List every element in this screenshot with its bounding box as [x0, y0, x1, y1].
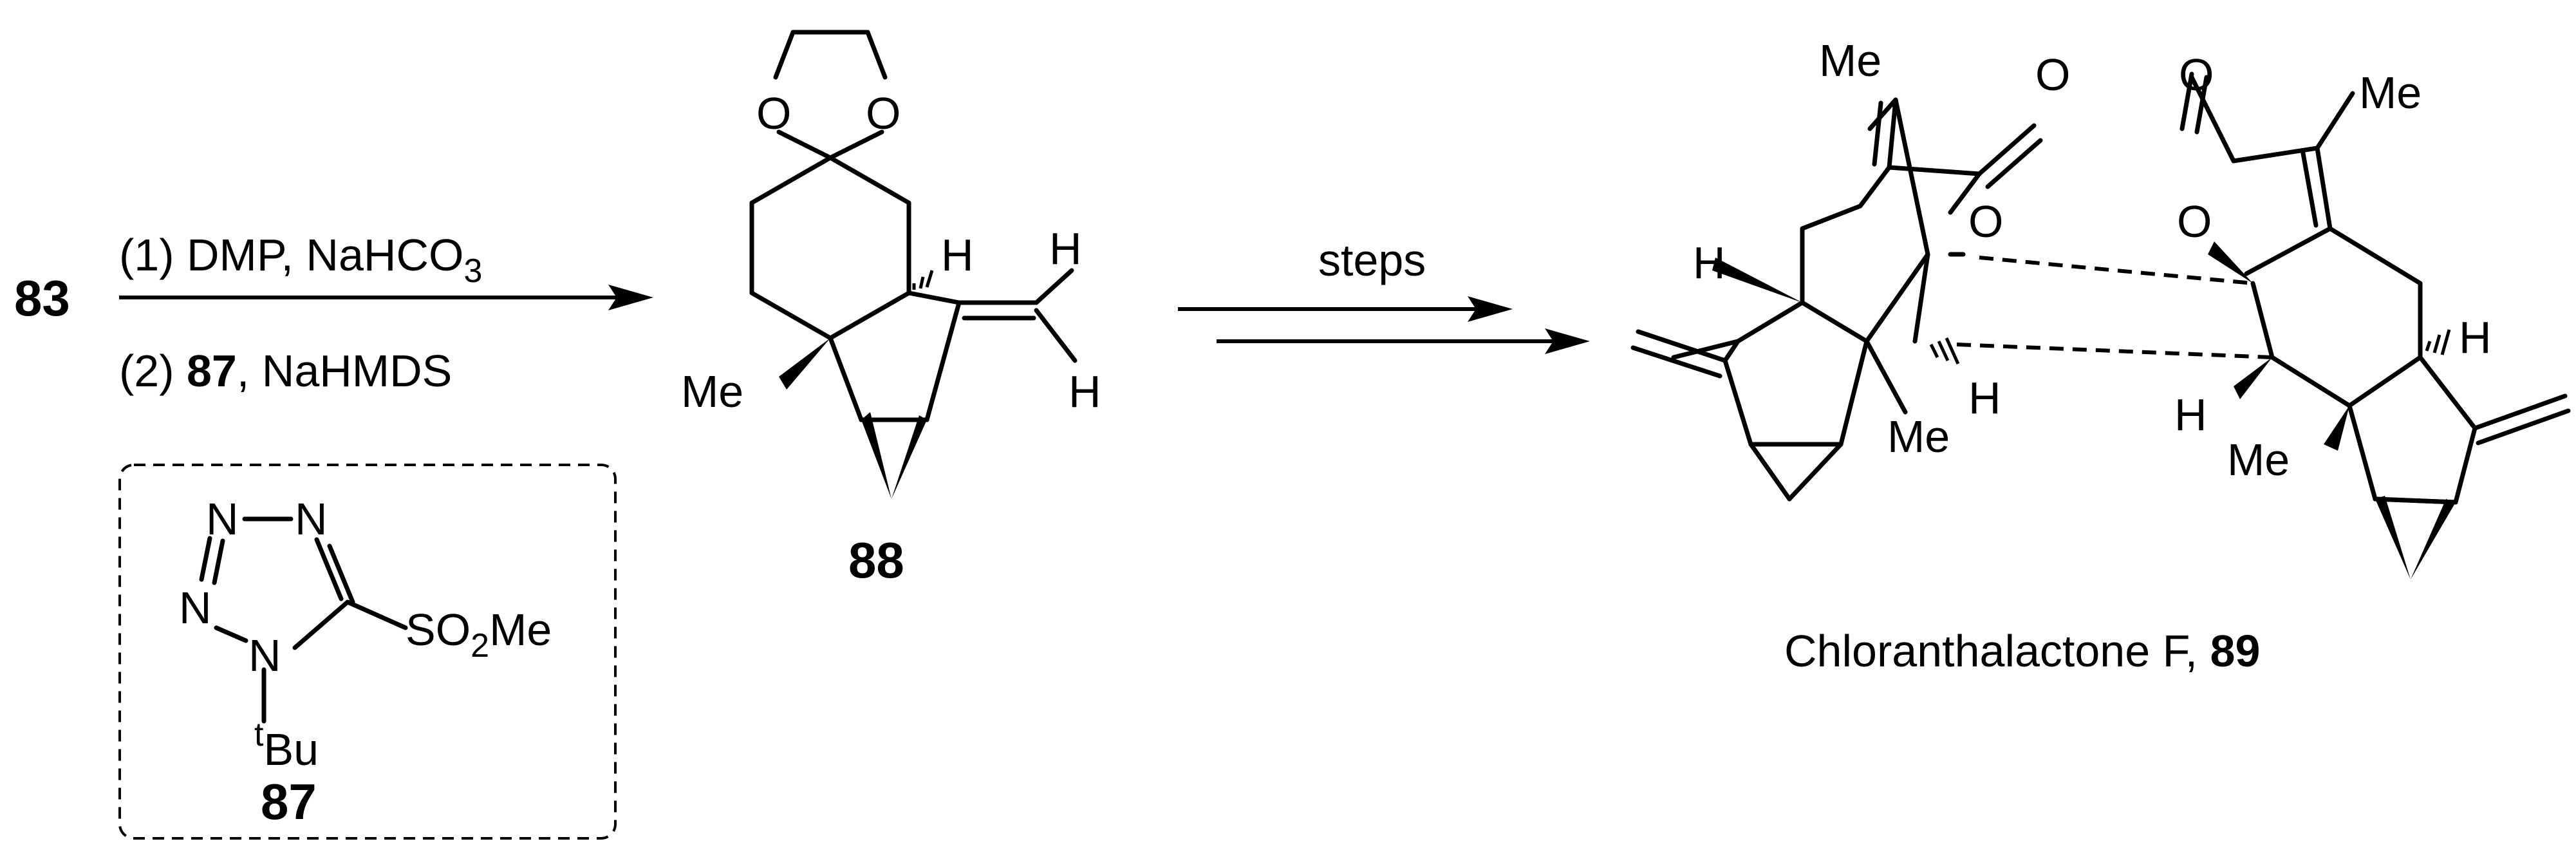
tetrazole-n3: N	[179, 583, 212, 633]
step1-arrow	[119, 285, 653, 310]
h-right: H	[2459, 312, 2492, 363]
me-left-top: Me	[1819, 35, 1881, 86]
dioxolane-o1: O	[756, 88, 791, 138]
start-compound-label: 83	[14, 270, 70, 326]
o-carbonyl-right: O	[2179, 50, 2214, 100]
reagent-87-box: N N N N SO2Me tBu 87	[118, 464, 617, 840]
h-right-low: H	[2174, 390, 2207, 440]
reagent-87-label: 87	[261, 773, 317, 830]
o-ring-left: O	[1968, 196, 2003, 247]
me-right-low: Me	[2227, 435, 2290, 485]
tetrazole-n4: N	[248, 630, 281, 681]
tetrazole-n2: N	[295, 494, 328, 544]
h-mid: H	[1968, 373, 2001, 423]
step1-line2: (2) 87, NaHMDS	[119, 346, 452, 396]
methyl-label: Me	[681, 366, 743, 417]
product-89-caption: Chloranthalactone F, 89	[1784, 626, 2260, 676]
step2-arrows	[1178, 296, 1590, 354]
intermediate-88-label: 88	[848, 532, 904, 589]
o-carbonyl-left: O	[2035, 50, 2070, 100]
step1-line1: (1) DMP, NaHCO3	[119, 230, 482, 290]
step1-conditions: (1) DMP, NaHCO3 (2) 87, NaHMDS	[119, 230, 482, 396]
step2-label: steps	[1318, 235, 1426, 285]
h-left: H	[1693, 238, 1726, 288]
vinyl-h-bottom: H	[1069, 366, 1101, 417]
ring-h: H	[941, 230, 974, 280]
me-right-top: Me	[2359, 68, 2422, 118]
vinyl-h-top: H	[1049, 223, 1082, 274]
sulfonyl-group: SO2Me	[406, 605, 552, 664]
tetrazole-n1: N	[206, 494, 239, 544]
tert-butyl-group: tBu	[254, 716, 319, 775]
product-89-structure: Me O O O O Me H H Me H H Me Chloranthala…	[1630, 35, 2571, 676]
o-ring-right: O	[2177, 196, 2212, 247]
dioxolane-o2: O	[866, 88, 901, 138]
intermediate-88-structure: O O H H H Me 88	[681, 30, 1101, 589]
me-mid: Me	[1887, 411, 1950, 462]
